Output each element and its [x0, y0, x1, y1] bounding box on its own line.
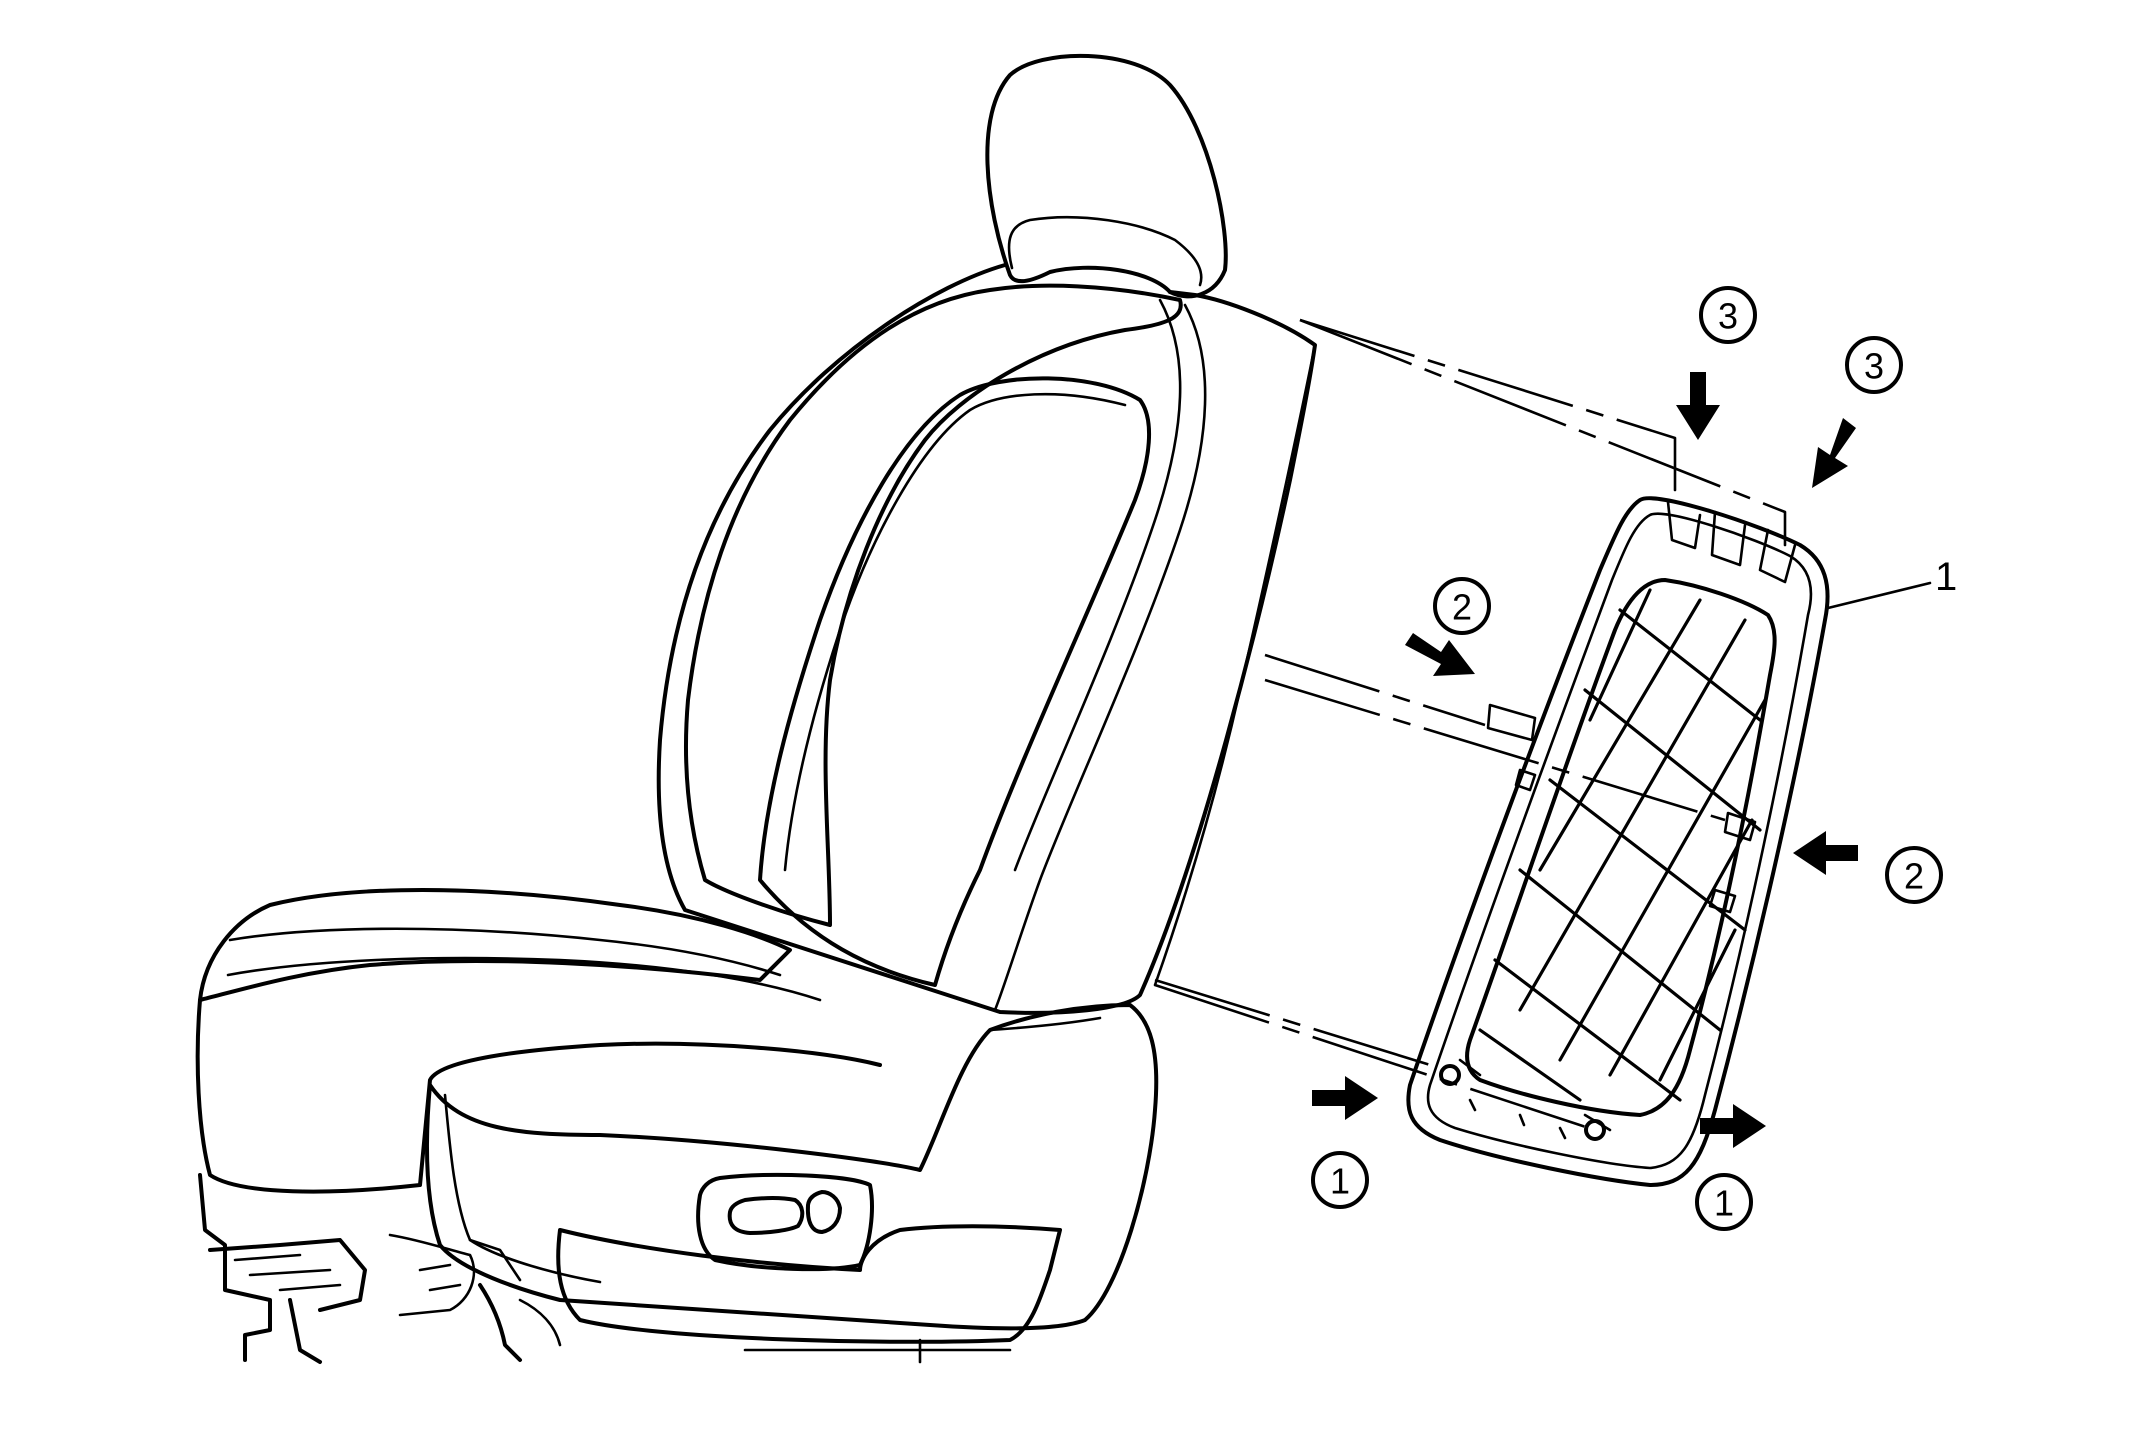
seat-illustration [195, 53, 1317, 1364]
svg-text:3: 3 [1864, 346, 1884, 387]
callout-1-right: 1 [1695, 1173, 1753, 1231]
svg-text:2: 2 [1904, 856, 1924, 897]
seat-side-shield [425, 1003, 1159, 1331]
part-label: 1 [1935, 555, 1957, 599]
callout-2-upper: 2 [1433, 577, 1491, 635]
svg-text:1: 1 [1714, 1183, 1734, 1224]
seat-track-mechanism [198, 1173, 562, 1364]
direction-arrows [1312, 372, 1858, 1148]
svg-text:3: 3 [1718, 296, 1738, 337]
arrow-2-upper [1405, 633, 1475, 676]
arrow-2-lower [1793, 831, 1858, 875]
seat-back-panel [1406, 496, 1932, 1187]
lumbar-switch [805, 1190, 842, 1234]
seat-back-center-cushion [758, 376, 1151, 987]
back-panel-net [1478, 588, 1767, 1102]
seat-back-inner-panel [684, 283, 1183, 927]
seat-cushion [198, 888, 792, 1002]
svg-text:2: 2 [1452, 587, 1472, 628]
back-panel-inner-frame [1465, 578, 1777, 1117]
part-1-leader-line [1826, 581, 1932, 610]
svg-text:1: 1 [1330, 1161, 1350, 1202]
back-panel-outline [1406, 496, 1830, 1187]
seat-switch-bezel [696, 1172, 874, 1272]
alignment-lines [1154, 318, 1787, 1132]
arrow-3-right [1812, 418, 1856, 488]
seat-adjust-switch [727, 1196, 805, 1235]
callout-2-lower: 2 [1885, 846, 1943, 904]
headrest [985, 53, 1228, 299]
arrow-1-left [1312, 1076, 1378, 1120]
callout-3-left: 3 [1699, 286, 1757, 344]
arrow-3-left [1676, 372, 1720, 440]
callout-1-left: 1 [1311, 1151, 1369, 1209]
arrow-1-right [1700, 1104, 1766, 1148]
callout-3-right: 3 [1845, 336, 1903, 394]
